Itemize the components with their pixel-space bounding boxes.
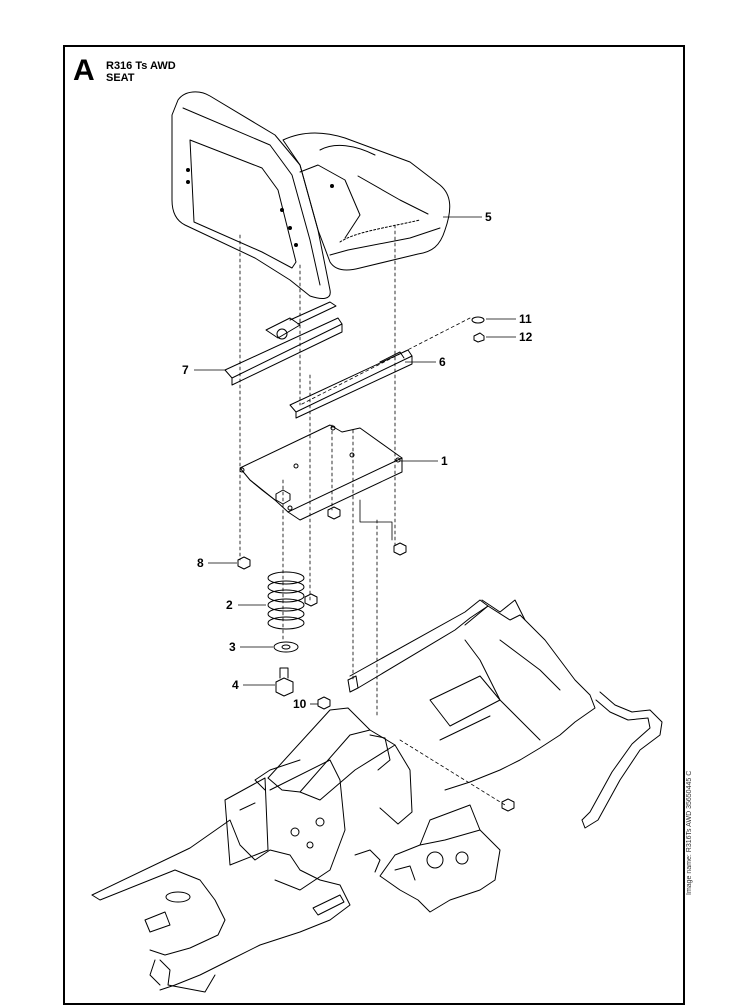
seat-rail-left (224, 301, 343, 386)
assembly-lines (239, 224, 506, 806)
callout-2: 2 (226, 598, 233, 612)
fasteners (237, 316, 515, 812)
spring (267, 571, 305, 630)
seat (171, 91, 451, 299)
callout-12: 12 (519, 330, 533, 344)
callout-7: 7 (182, 363, 189, 377)
chassis-frame (91, 599, 663, 993)
callout-4: 4 (232, 678, 239, 692)
callout-3: 3 (229, 640, 236, 654)
callout-10: 10 (293, 697, 307, 711)
seat-plate (239, 424, 403, 541)
seat-rail-right (289, 349, 413, 419)
callout-11: 11 (519, 312, 532, 326)
model-title: R316 Ts AWD (106, 60, 176, 72)
callout-5: 5 (485, 210, 492, 224)
section-letter: A (73, 54, 95, 87)
section-title: SEAT (106, 72, 135, 84)
callout-6: 6 (439, 355, 446, 369)
callout-8: 8 (197, 556, 204, 570)
callout-1: 1 (441, 454, 448, 468)
image-name-label: Image name: R316Ts AWD 35650445 C (686, 770, 693, 895)
diagram-frame (63, 45, 685, 1005)
